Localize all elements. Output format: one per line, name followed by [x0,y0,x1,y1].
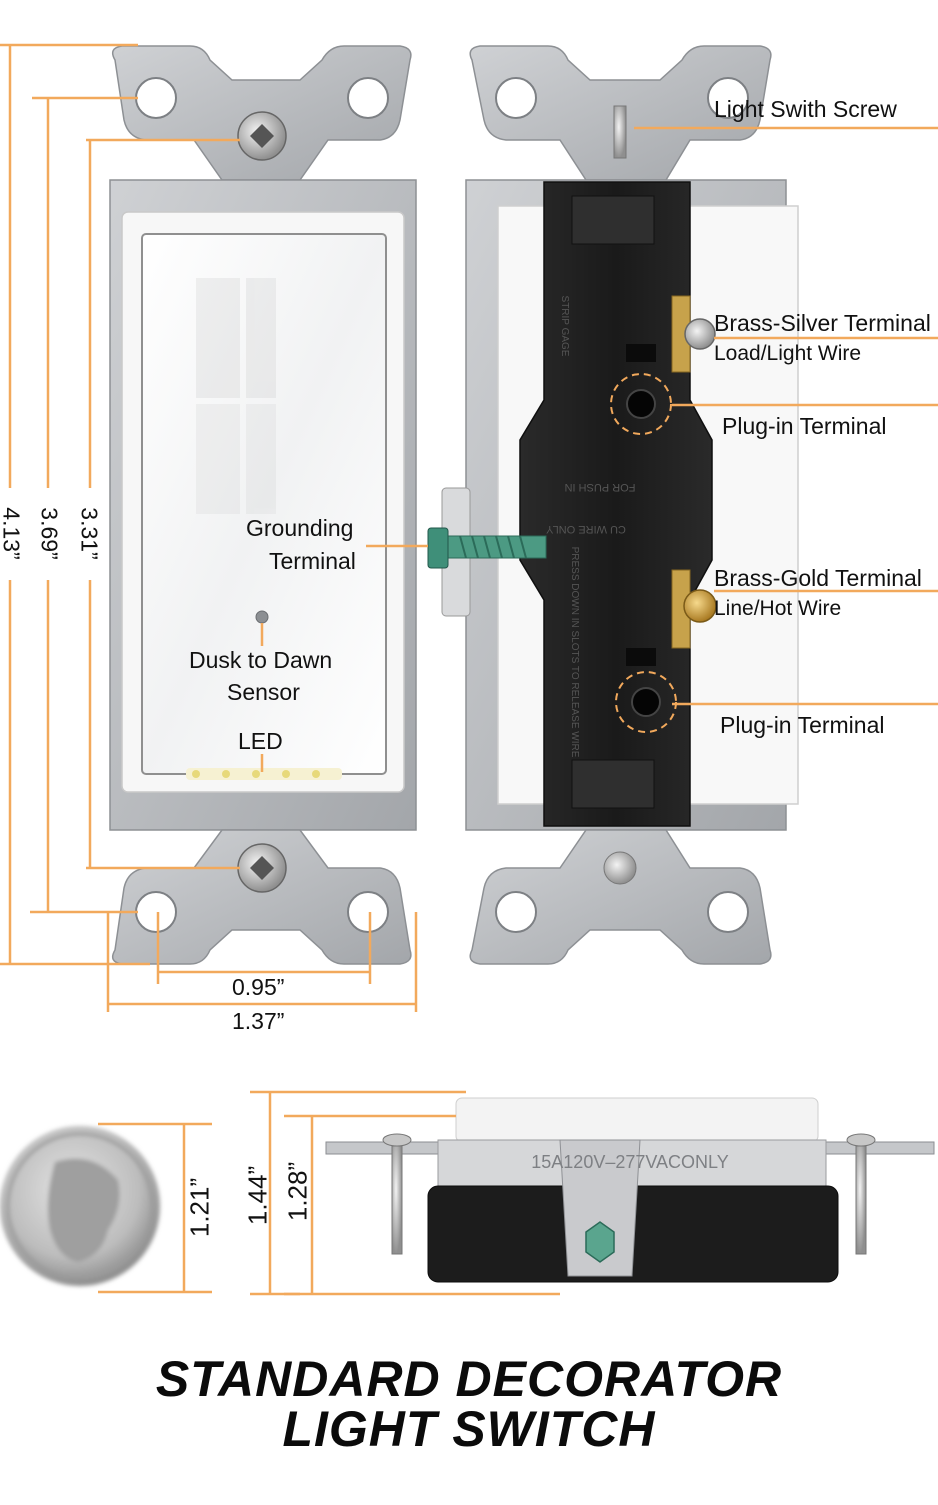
label-plug-in-terminal-lower: Plug-in Terminal [720,712,885,738]
side-rating-text: 15A120V–277VACONLY [531,1152,728,1172]
dim-width-strap: 1.37” [232,1008,285,1034]
back-text-strip-gage: STRIP GAGE [559,296,570,357]
front-bottom-screw-slot-icon [250,856,274,880]
brass-gold-terminal-screw [683,589,717,623]
front-dusk-sensor [255,610,269,624]
dim-height-mount: 3.69” [36,507,63,560]
brass-silver-terminal-screw [684,318,716,350]
side-view: 15A120V–277VACONLY [0,1097,935,1286]
front-strap-bottom [111,829,412,965]
label-grounding-line1: Grounding [246,515,354,541]
back-release-slot-upper [626,344,656,362]
plug-in-terminal-upper-ring [610,373,672,435]
back-text-release: PRESS DOWN IN SLOTS TO RELEASE WIRE [569,547,580,758]
back-housing-notch-top [571,195,655,245]
plug-in-terminal-upper-hole [626,389,656,419]
front-mount-hole-tr [347,77,389,119]
label-sensor-line2: Sensor [227,679,300,705]
ground-screw-threads [459,535,527,559]
back-release-slot-lower [626,648,656,666]
side-center-bracket [559,1139,641,1277]
front-view [109,45,417,965]
front-top-screw-slot-icon [250,124,274,148]
back-mount-hole-br [707,891,749,933]
side-left-screw [382,1133,412,1255]
front-paddle-reflection [196,278,276,514]
label-grounding-line2: Terminal [269,548,356,574]
back-strap-bottom [469,829,772,965]
callout-lines [366,126,938,706]
dim-height-total: 4.13” [0,507,25,560]
label-led: LED [238,728,283,754]
front-mount-hole-tl [135,77,177,119]
front-mount-hole-bl [135,891,177,933]
back-view: FOR PUSH IN CU WIRE ONLY PRESS DOWN IN S… [427,45,799,965]
back-housing-notch-bottom [571,759,655,809]
back-bottom-screw [603,851,637,885]
plug-in-terminal-lower-ring [615,671,677,733]
back-black-housing [519,181,713,827]
ground-screw-head [427,527,449,569]
side-dimension-lines [98,1090,560,1296]
back-mount-hole-tl [495,77,537,119]
dim-width-face: 0.95” [232,974,285,1000]
label-brass-gold-terminal: Brass-Gold Terminal [714,565,922,591]
dim-depth-total: 1.44” [242,1165,273,1226]
dimension-lines [0,43,418,1012]
plug-in-terminal-lower-hole [631,687,661,717]
label-line-hot-wire: Line/Hot Wire [714,597,842,620]
label-plug-in-terminal-upper: Plug-in Terminal [722,413,887,439]
back-text-push-in: FOR PUSH IN [565,481,636,493]
label-brass-silver-terminal: Brass-Silver Terminal [714,310,931,336]
back-text-cu-wire: CU WIRE ONLY [545,523,626,535]
back-mount-hole-tr [707,77,749,119]
title-line1: STANDARD DECORATOR [155,1351,783,1407]
label-light-switch-screw: Light Swith Screw [714,96,897,122]
dim-depth-body: 1.28” [282,1161,313,1222]
dim-height-face: 3.31” [76,507,103,560]
half-dollar-coin [0,1126,160,1286]
dim-depth-coin: 1.21” [184,1177,215,1238]
side-right-screw [846,1133,876,1255]
front-mount-hole-br [347,891,389,933]
label-load-light-wire: Load/Light Wire [714,342,862,365]
front-led-dots [192,770,320,778]
title-line2: LIGHT SWITCH [282,1401,656,1457]
back-top-screw-shaft [613,105,627,159]
side-ground-screw-icon [585,1221,615,1263]
back-mount-hole-bl [495,891,537,933]
side-paddle-top [455,1097,819,1143]
label-sensor-line1: Dusk to Dawn [189,647,333,673]
